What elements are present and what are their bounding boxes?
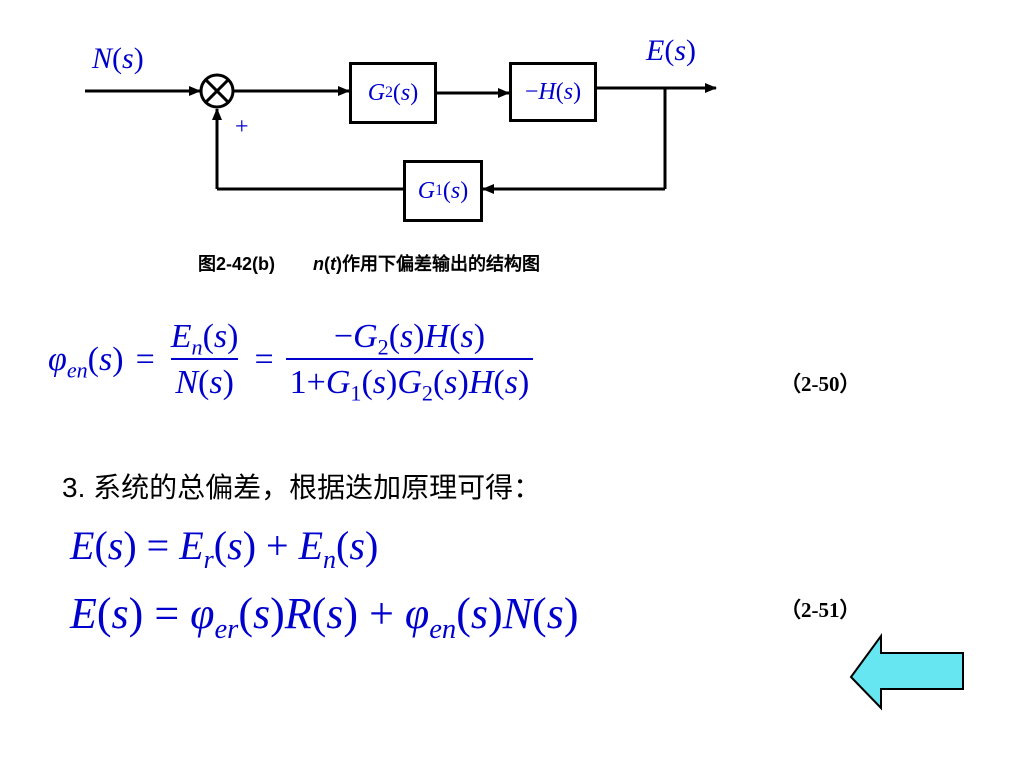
equation-number-2-50: （2-50） — [780, 372, 861, 396]
fraction-transfer: −G2(s)H(s) 1+G1(s)G2(s)H(s) — [285, 318, 534, 404]
sum-sign: + — [235, 114, 249, 140]
block-minus-h: −H(s) — [509, 62, 597, 122]
figure-caption: 图2-42(b) n(t)作用下偏差输出的结构图 — [198, 250, 540, 276]
caption-prefix: 图2-42(b) — [198, 254, 276, 274]
back-button[interactable] — [848, 632, 968, 712]
fraction-en-over-n: En(s) N(s) — [170, 318, 239, 401]
equation-sum-errors: E(s) = Er(s) + En(s) — [70, 523, 379, 575]
summing-junction — [199, 73, 235, 109]
block-diagram — [85, 73, 717, 194]
output-label: E(s) — [646, 34, 697, 67]
phi-en-lhs: φen(s) — [48, 341, 124, 383]
caption-text: 作用下偏差输出的结构图 — [342, 254, 541, 274]
input-label: N(s) — [92, 42, 144, 75]
left-arrow-icon — [849, 632, 964, 711]
step-3-text: 3. 系统的总偏差，根据迭加原理可得： — [62, 472, 542, 503]
equation-2-51: E(s) = φer(s)R(s) + φen(s)N(s) — [70, 589, 579, 645]
caption-var: n(t) — [313, 254, 343, 274]
equation-2-50: φen(s) = En(s) N(s) = −G2(s)H(s) 1+G1(s)… — [48, 318, 534, 404]
equation-number-2-51: （2-51） — [780, 598, 861, 622]
